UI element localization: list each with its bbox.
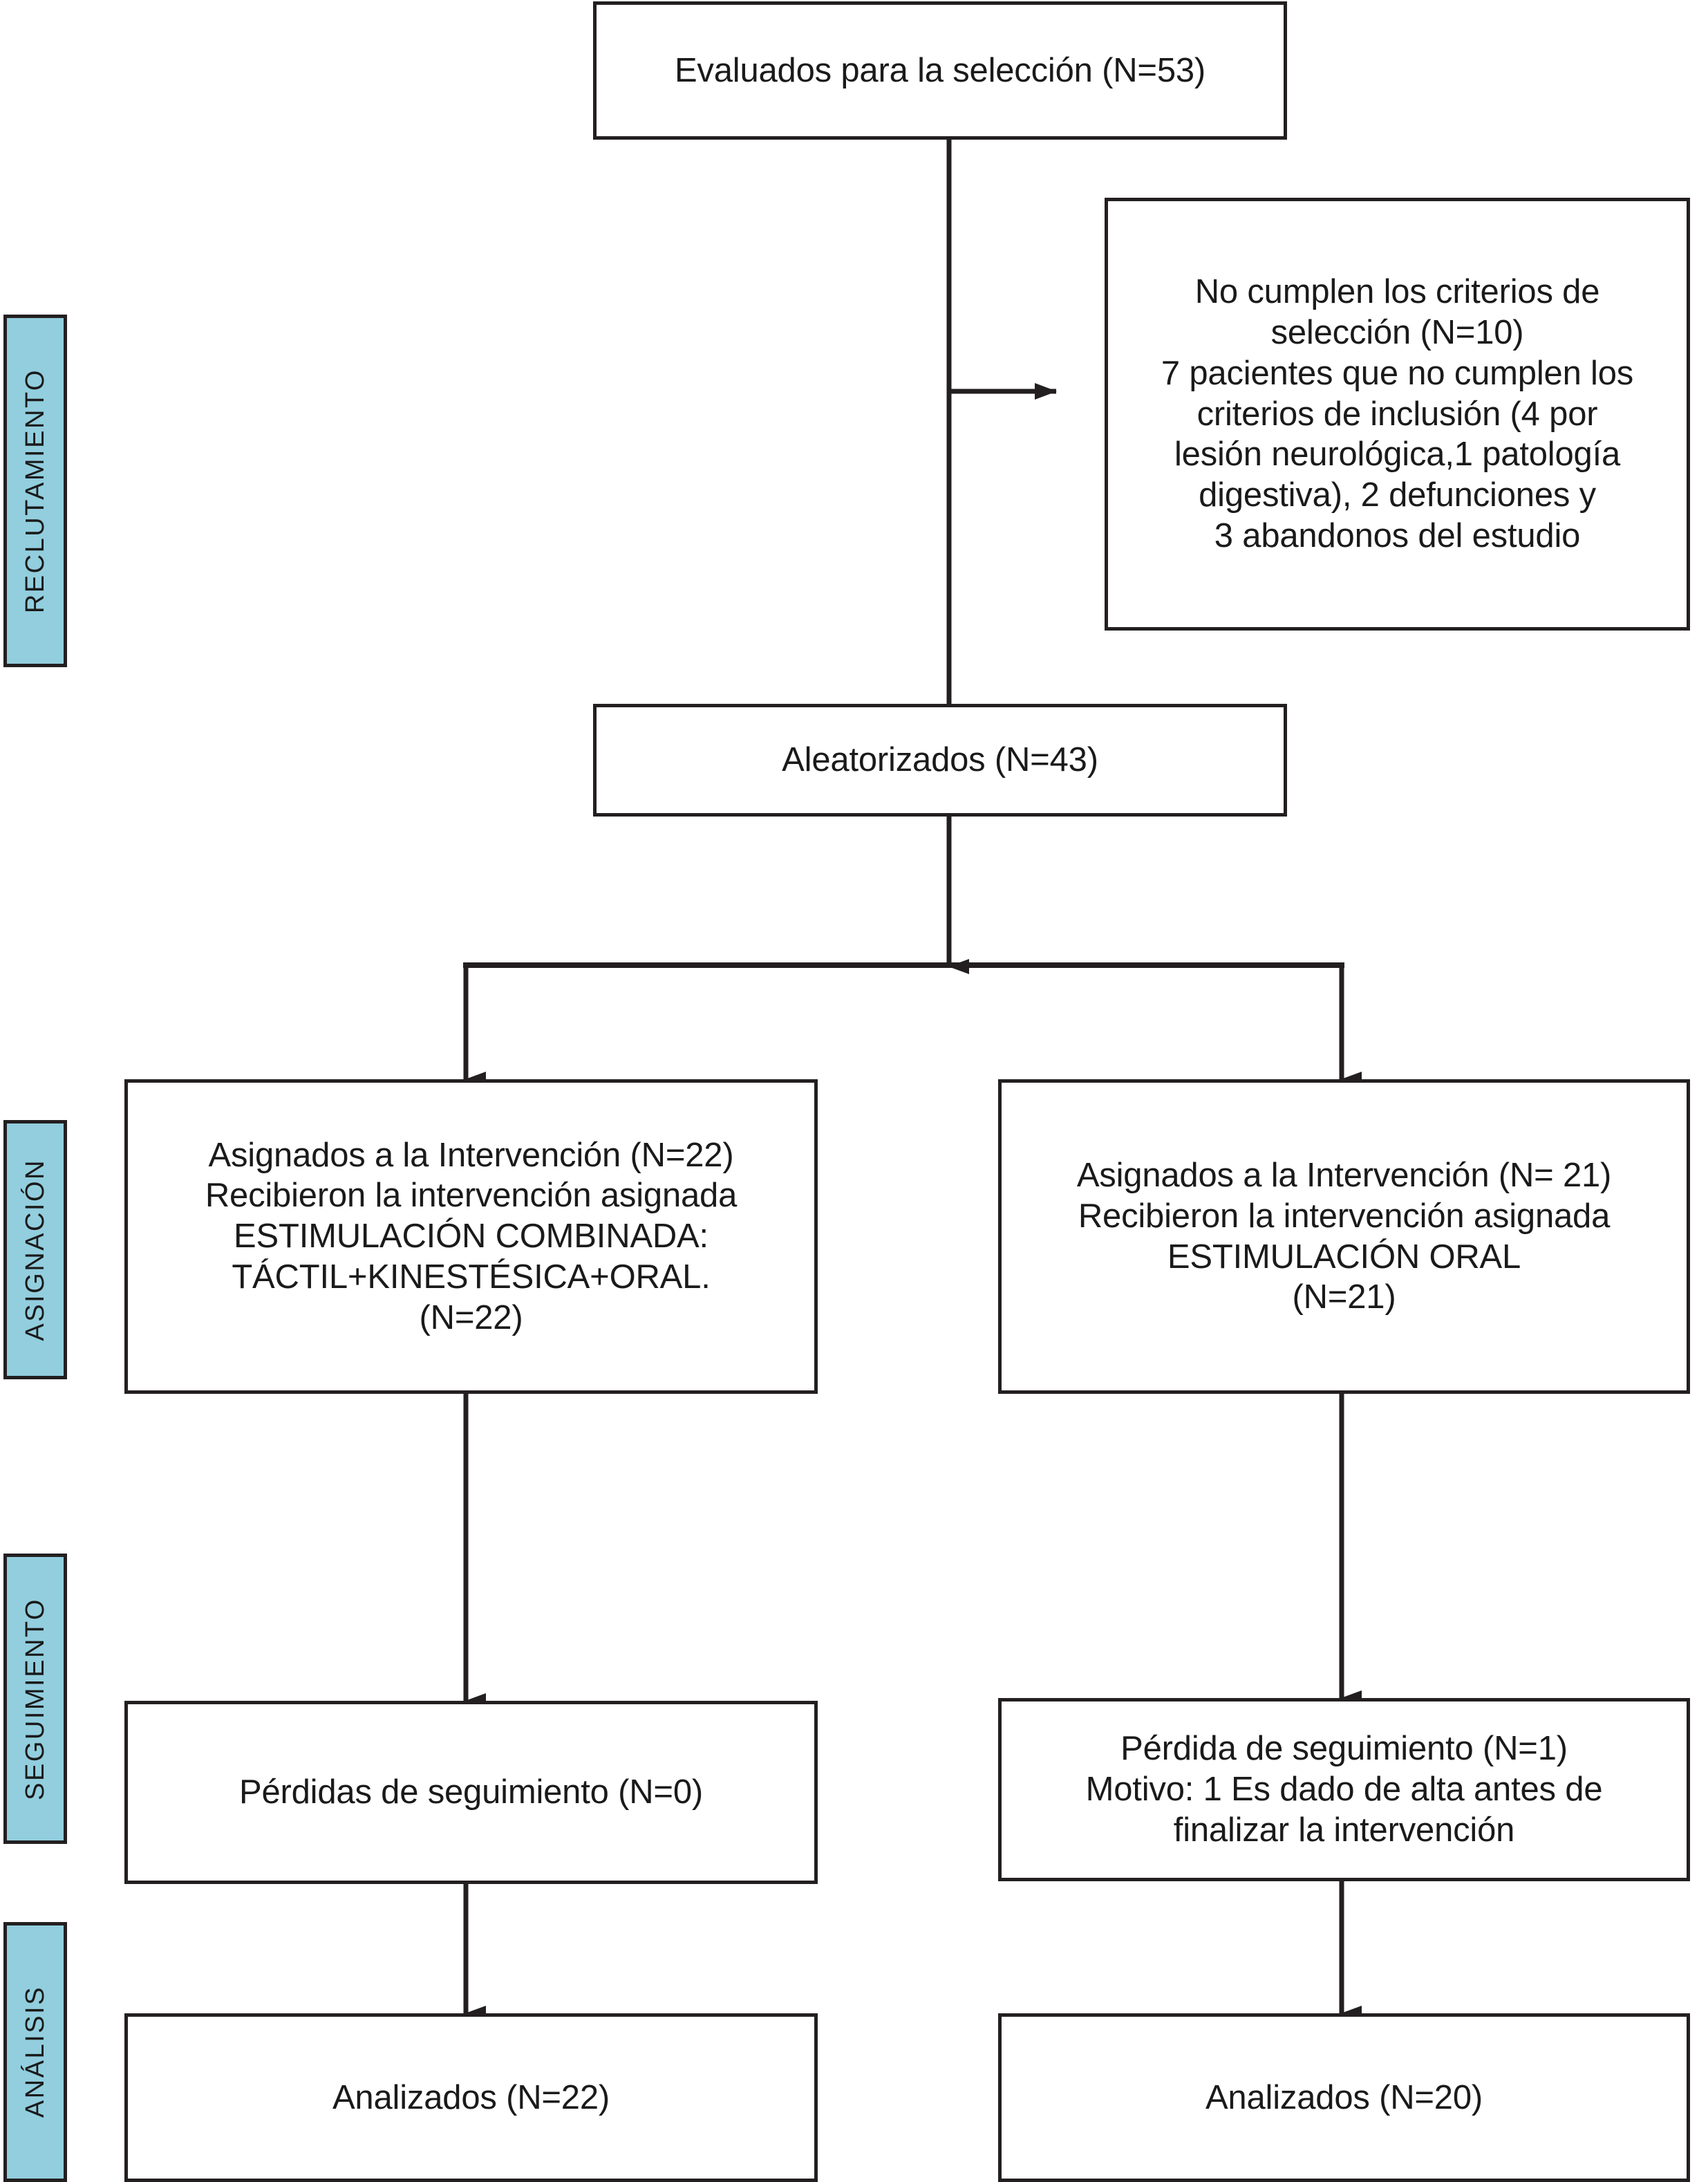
node-asignados-combinada: Asignados a la Intervención (N=22) Recib… — [124, 1079, 818, 1394]
node-aleatorizados: Aleatorizados (N=43) — [593, 704, 1287, 817]
node-analizados-oral: Analizados (N=20) — [998, 2013, 1690, 2182]
node-no-cumplen-criterios: No cumplen los criterios de selección (N… — [1105, 198, 1690, 631]
stage-label-seguimiento: SEGUIMIENTO — [20, 1597, 50, 1800]
node-analizados-combinada-text: Analizados (N=22) — [332, 2078, 610, 2116]
node-aleatorizados-text: Aleatorizados (N=43) — [782, 741, 1098, 779]
node-asignados-oral-text: Asignados a la Intervención (N= 21) Reci… — [1076, 1156, 1612, 1316]
node-perdidas-seguimiento-combinada: Pérdidas de seguimiento (N=0) — [124, 1701, 818, 1884]
node-evaluados-seleccion-text: Evaluados para la selección (N=53) — [674, 51, 1206, 89]
node-perdidas-seguimiento-oral-text: Pérdida de seguimiento (N=1) Motivo: 1 E… — [1085, 1730, 1603, 1849]
stage-band-seguimiento: SEGUIMIENTO — [3, 1554, 67, 1844]
stage-label-asignacion: ASIGNACIÓN — [20, 1158, 50, 1341]
stage-band-asignacion: ASIGNACIÓN — [3, 1120, 67, 1379]
node-perdidas-seguimiento-oral: Pérdida de seguimiento (N=1) Motivo: 1 E… — [998, 1698, 1690, 1881]
node-perdidas-seguimiento-combinada-text: Pérdidas de seguimiento (N=0) — [238, 1773, 704, 1811]
node-evaluados-seleccion: Evaluados para la selección (N=53) — [593, 1, 1287, 140]
stage-band-reclutamiento: RECLUTAMIENTO — [3, 315, 67, 667]
node-no-cumplen-criterios-text: No cumplen los criterios de selección (N… — [1161, 273, 1634, 554]
node-asignados-combinada-text: Asignados a la Intervención (N=22) Recib… — [205, 1136, 738, 1336]
stage-label-analisis: ANÁLISIS — [20, 1986, 50, 2118]
node-analizados-combinada: Analizados (N=22) — [124, 2013, 818, 2182]
stage-label-reclutamiento: RECLUTAMIENTO — [20, 368, 50, 614]
node-asignados-oral: Asignados a la Intervención (N= 21) Reci… — [998, 1079, 1690, 1394]
stage-band-analisis: ANÁLISIS — [3, 1922, 67, 2182]
node-analizados-oral-text: Analizados (N=20) — [1205, 2078, 1483, 2116]
